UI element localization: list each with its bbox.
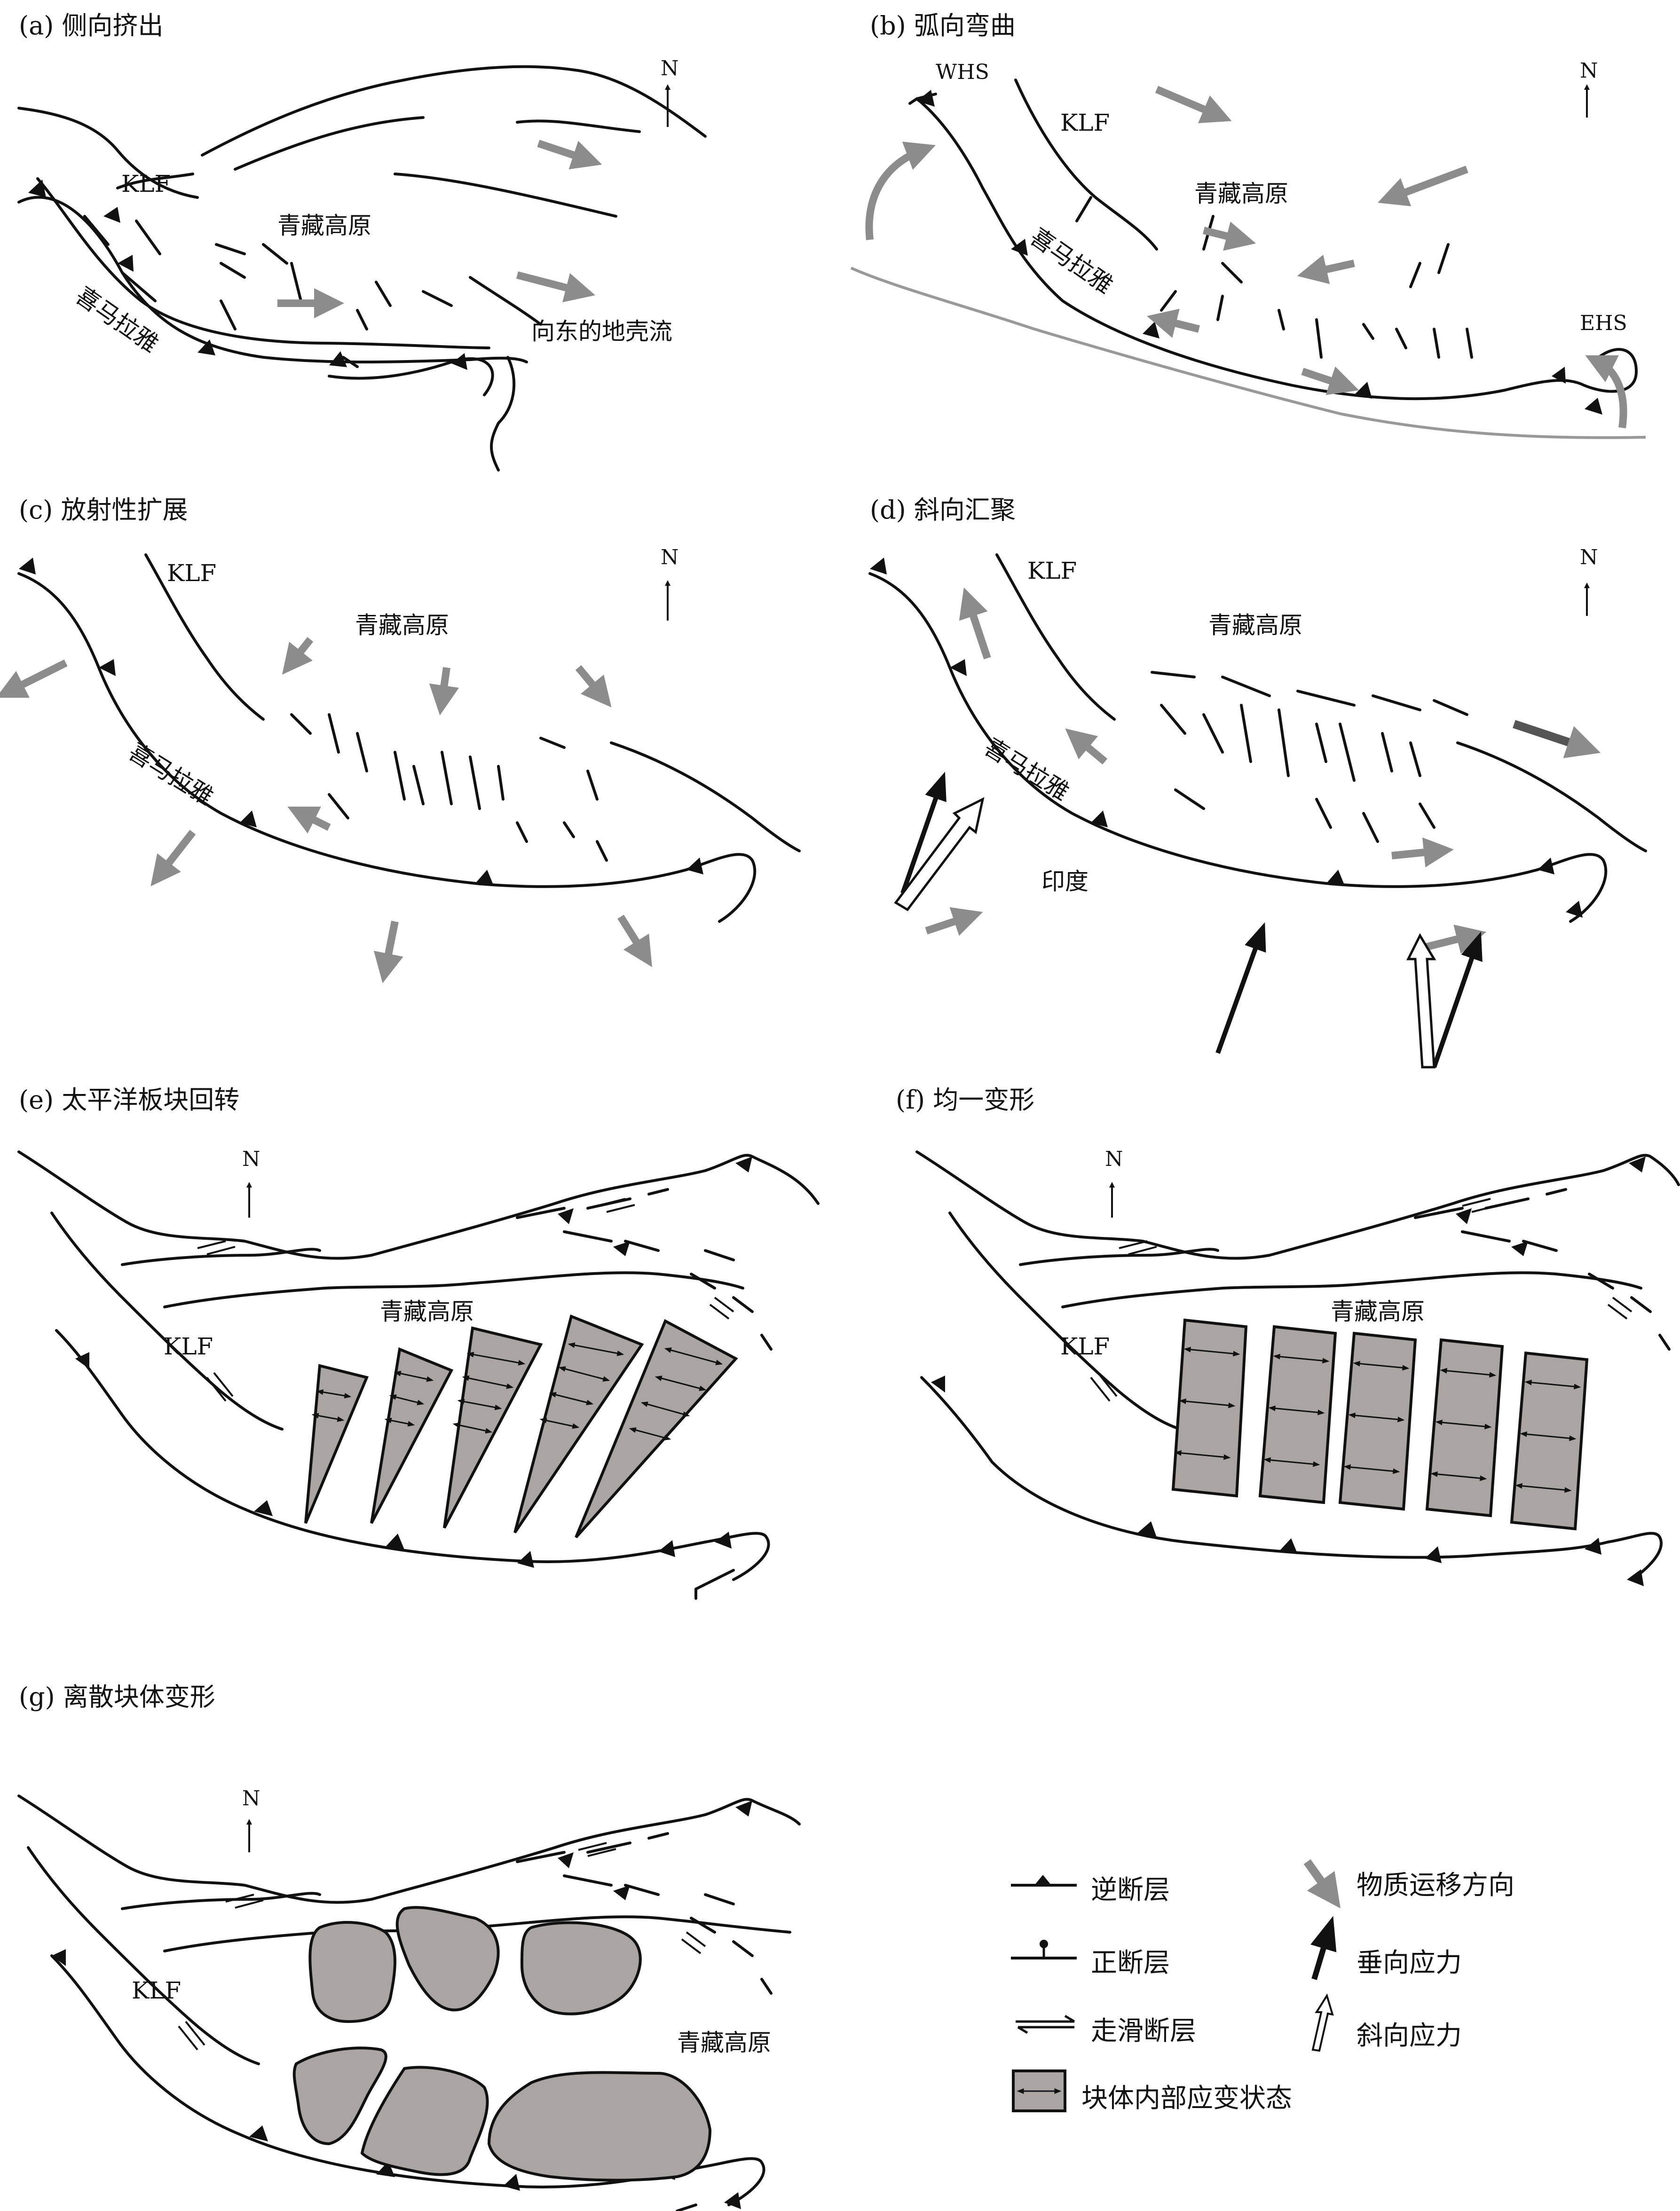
legend-normal-label: 正断层 (1091, 1948, 1170, 1978)
panel-f-plateau-label: 青藏高原 (1331, 1298, 1425, 1325)
panel-d-vertical-stress-arrows (900, 771, 1483, 1068)
panel-b-map (908, 79, 1638, 401)
panel-d-klf-label: KLF (1027, 557, 1077, 584)
legend-thrust-symbol (1011, 1875, 1077, 1887)
panel-f-strike-slip-marks (1090, 1198, 1633, 1402)
panel-c-arrows (0, 637, 652, 984)
panel-g-discrete-blocks (292, 1906, 711, 2182)
panel-g-strike-slip-marks (178, 1842, 706, 2051)
panel-c-title: (c) 放射性扩展 (19, 495, 188, 525)
panel-f-strain-arrows (1174, 1346, 1581, 1493)
panel-a-thrust-teeth (28, 180, 467, 370)
panel-a-north-label: N (661, 56, 679, 80)
wedge-block-2 (370, 1347, 454, 1524)
wedge-block-1 (304, 1364, 369, 1524)
panel-a-title: (a) 侧向挤出 (19, 11, 164, 40)
panel-e-title: (e) 太平洋板块回转 (19, 1085, 240, 1115)
panel-b-ehs-label: EHS (1580, 311, 1627, 335)
panel-c-plateau-label: 青藏高原 (355, 612, 449, 639)
panel-e-strike-slip-marks (197, 1198, 734, 1402)
panel-f-north-label: N (1105, 1147, 1123, 1171)
panel-g-klf-label: KLF (132, 1977, 181, 2004)
panel-a-map (17, 65, 707, 472)
panel-e-plateau-label: 青藏高原 (380, 1298, 474, 1325)
panel-b-klf-label: KLF (1060, 109, 1110, 136)
legend-oblique-stress-arrow (1311, 1993, 1334, 2052)
panel-d-india-label: 印度 (1041, 868, 1088, 895)
legend-oblique-stress-label: 斜向应力 (1357, 2021, 1462, 2051)
panel-g-title: (g) 离散块体变形 (19, 1682, 215, 1712)
legend-block-strain-label: 块体内部应变状态 (1081, 2083, 1292, 2114)
panel-e-north-label: N (242, 1147, 260, 1171)
legend-strike-slip-label: 走滑断层 (1091, 2016, 1196, 2046)
discrete-block-1 (308, 1921, 396, 2023)
panel-e-map (17, 1150, 820, 1600)
panel-b-arrows (865, 86, 1627, 429)
rect-block-4 (1425, 1338, 1504, 1518)
panel-b-title: (b) 弧向弯曲 (870, 11, 1016, 40)
panel-b-north-label: N (1580, 59, 1598, 83)
panel-e-wedge-blocks (304, 1314, 738, 1539)
rect-block-5 (1510, 1351, 1589, 1531)
legend-normal-symbol (1011, 1940, 1077, 1959)
panel-a-klf-label: KLF (121, 170, 171, 197)
panel-d-north-label: N (1580, 545, 1598, 569)
panel-b-thrust-teeth (917, 90, 1602, 415)
panel-c-klf-label: KLF (167, 559, 217, 587)
panel-b-boundary (850, 267, 1646, 439)
panel-a-arrows (277, 140, 602, 318)
panel-d-plateau-label: 青藏高原 (1208, 612, 1302, 639)
panel-e-strain-arrows (311, 1342, 723, 1440)
panel-d-dark-arrow (1513, 720, 1601, 758)
rect-block-1 (1171, 1318, 1248, 1498)
panel-f-klf-label: KLF (1060, 1333, 1110, 1360)
panel-b-whs-label: WHS (936, 60, 989, 84)
legend-material-arrow (1303, 1859, 1341, 1909)
panel-f-title: (f) 均一变形 (896, 1085, 1035, 1115)
discrete-block-3 (521, 1921, 642, 2015)
panel-c-map (17, 553, 801, 923)
panel-d-oblique-stress-arrows (894, 797, 1436, 1069)
panel-e-klf-label: KLF (164, 1333, 213, 1360)
rect-block-2 (1258, 1325, 1337, 1504)
panel-g-north-label: N (242, 1786, 260, 1810)
legend-material-label: 物质运移方向 (1357, 1870, 1514, 1901)
legend-thrust-label: 逆断层 (1091, 1875, 1170, 1905)
panel-d-title: (d) 斜向汇聚 (870, 495, 1016, 525)
panel-d-map (868, 553, 1647, 923)
panel-c-north-label: N (661, 545, 679, 569)
legend-vertical-stress-arrow (1310, 1916, 1337, 1980)
panel-a-plateau-label: 青藏高原 (277, 212, 371, 239)
legend-block-symbol (1012, 2069, 1066, 2112)
panel-b-plateau-label: 青藏高原 (1194, 180, 1288, 207)
discrete-block-4 (292, 2046, 387, 2145)
rect-block-3 (1338, 1331, 1417, 1511)
panel-g-plateau-label: 青藏高原 (677, 2029, 771, 2056)
discrete-block-5 (361, 2066, 489, 2176)
panel-f-rect-blocks (1171, 1318, 1589, 1531)
panel-a-flow-label: 向东的地壳流 (531, 318, 672, 345)
discrete-block-2 (395, 1906, 500, 2012)
legend-strike-slip-symbol (1016, 2014, 1075, 2034)
discrete-block-6 (488, 2071, 711, 2182)
legend-vertical-stress-label: 垂向应力 (1357, 1948, 1462, 1978)
